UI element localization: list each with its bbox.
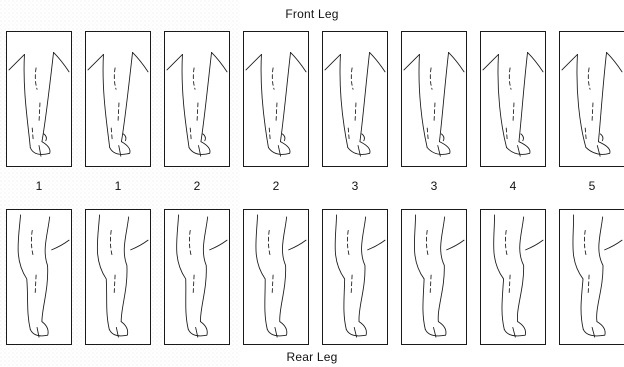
rear-leg-panel-7 — [480, 209, 546, 345]
score-label-2: 1 — [85, 179, 151, 193]
front-leg-panel-7 — [480, 31, 546, 167]
score-label-4: 2 — [243, 179, 309, 193]
rear-leg-panel-5 — [322, 209, 388, 345]
rear-leg-panel-3 — [164, 209, 230, 345]
rear-leg-panel-8 — [559, 209, 624, 345]
score-label-3: 2 — [164, 179, 230, 193]
rear-leg-panel-4 — [243, 209, 309, 345]
rear-leg-title: Rear Leg — [0, 350, 624, 364]
rear-leg-panel-2 — [85, 209, 151, 345]
score-label-8: 5 — [559, 179, 624, 193]
score-label-5: 3 — [322, 179, 388, 193]
score-label-1: 1 — [6, 179, 72, 193]
front-leg-panel-4 — [243, 31, 309, 167]
front-leg-panel-5 — [322, 31, 388, 167]
rear-leg-panel-1 — [6, 209, 72, 345]
score-label-7: 4 — [480, 179, 546, 193]
front-leg-panel-1 — [6, 31, 72, 167]
score-label-6: 3 — [401, 179, 467, 193]
front-leg-panel-6 — [401, 31, 467, 167]
front-leg-panel-2 — [85, 31, 151, 167]
front-leg-panel-8 — [559, 31, 624, 167]
front-leg-panel-3 — [164, 31, 230, 167]
rear-leg-panel-6 — [401, 209, 467, 345]
front-leg-title: Front Leg — [0, 7, 624, 21]
